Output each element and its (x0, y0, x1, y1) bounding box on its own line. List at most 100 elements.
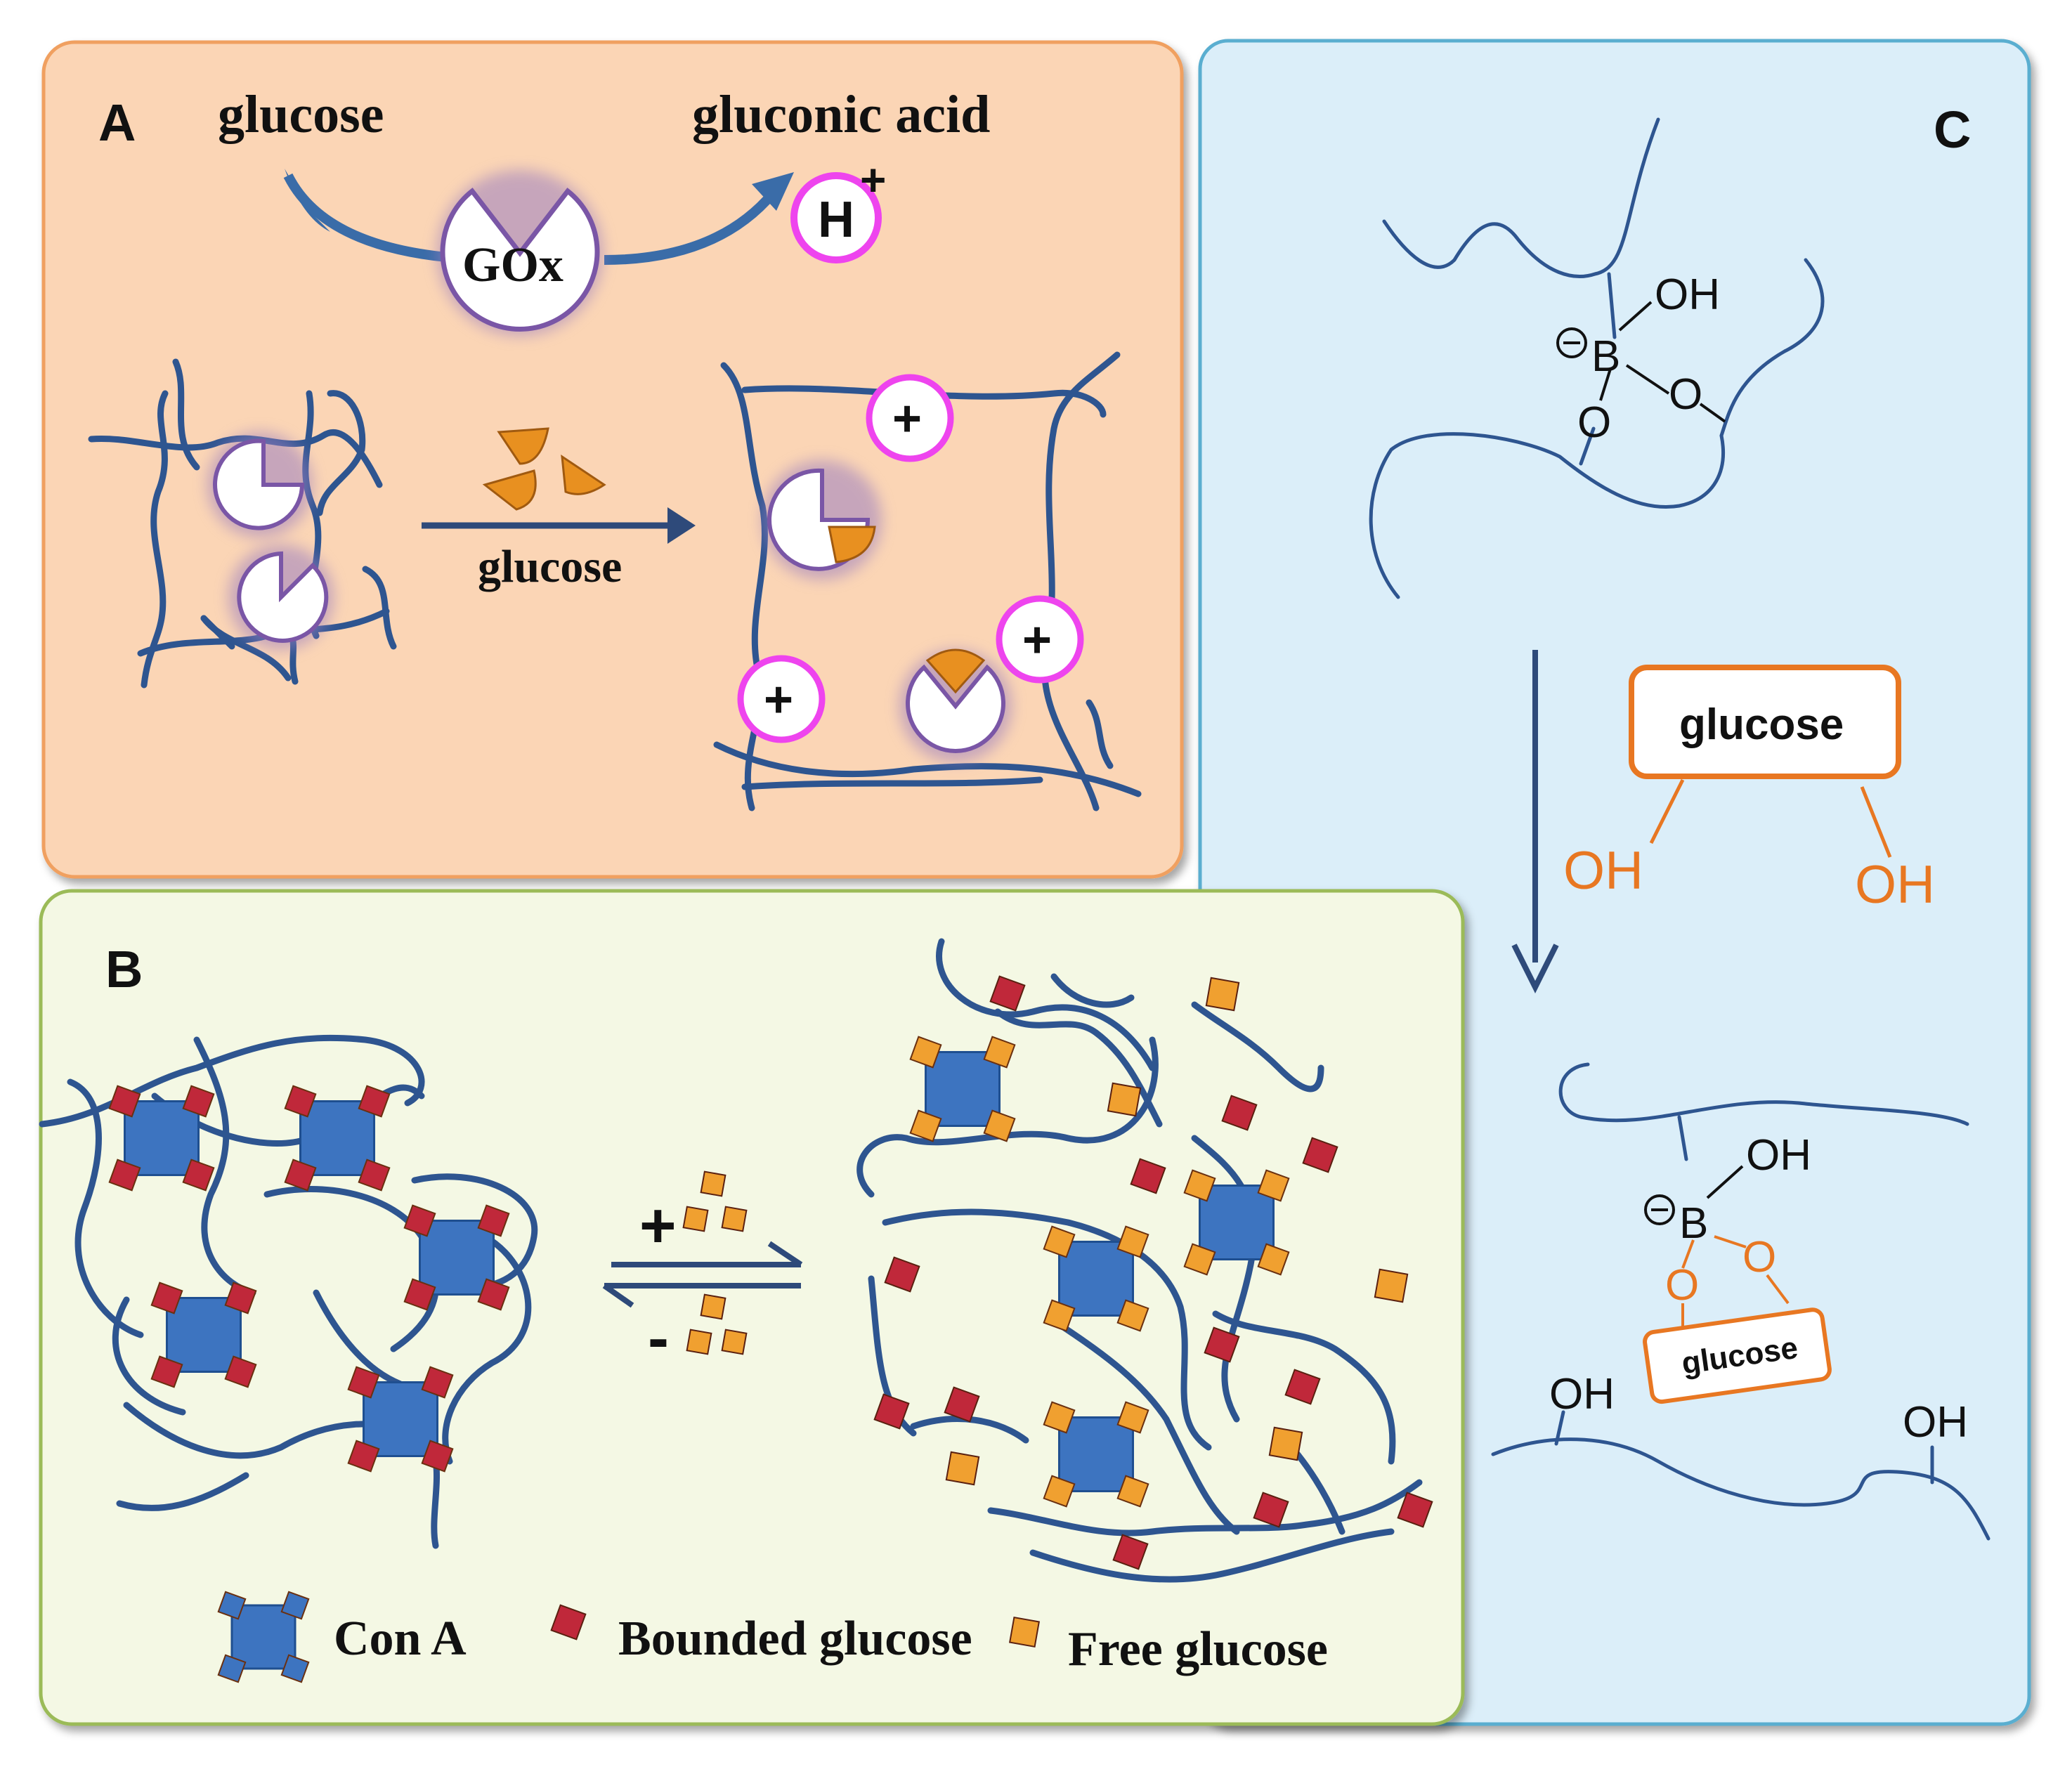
legend-free-glyph (1008, 1616, 1041, 1648)
con-a-bound-5 (347, 1366, 454, 1473)
con-a-bound-1 (108, 1085, 215, 1192)
free-glucose-2 (1107, 1082, 1142, 1117)
panel-a (41, 40, 1184, 879)
con-a-group-right (909, 1036, 1290, 1508)
trapped-enzyme-2 (228, 544, 334, 650)
panel-c-content: C B OH O O glucose (1369, 100, 1990, 1541)
boronate-polymer-bottom (1491, 1062, 1990, 1541)
gox-enzyme: GOx (437, 170, 603, 336)
swollen-hydrogel (713, 351, 1142, 811)
eq-remove-glucose-1 (700, 1293, 726, 1320)
con-a-free-2 (1183, 1169, 1290, 1276)
proton-charge: + (860, 155, 886, 205)
ester-oxygen-1-bottom: O (1665, 1261, 1699, 1310)
glucose-box (1629, 665, 1901, 779)
con-a-bound-4 (150, 1281, 257, 1388)
panel-b-letter: B (105, 940, 143, 998)
diol-oh-1: OH (1563, 841, 1643, 901)
charge-1-sign: + (892, 391, 922, 447)
legend: Con A Bounded glucose Free glucose (217, 1591, 1328, 1683)
glucose-pieces (482, 427, 606, 511)
legend-free-icon (1008, 1616, 1041, 1648)
free-glucose-group (945, 977, 1409, 1486)
eq-remove-glucose-2 (686, 1329, 712, 1355)
bound-glucose-3 (1130, 1158, 1166, 1194)
bound-glucose-5 (884, 1256, 920, 1293)
eq-add-glucose-2 (682, 1206, 709, 1232)
legend-con-a-glyph (217, 1591, 310, 1683)
substrate-label: glucose (218, 85, 384, 144)
product-label: gluconic acid (692, 85, 990, 144)
bound-glucose-12 (873, 1393, 910, 1430)
legend-con-a-icon (217, 1591, 310, 1683)
charge-3: + (737, 655, 826, 743)
free-glucose-4 (1268, 1426, 1303, 1461)
bound-glucose-9 (1253, 1492, 1289, 1528)
bound-glucose-10 (1112, 1534, 1149, 1570)
ester-oxygen-1-top: O (1577, 398, 1611, 447)
boronate-ester-top: B OH O O (1556, 270, 1726, 447)
panel-a-letter: A (98, 93, 136, 152)
eq-add-glucose-1 (700, 1170, 726, 1197)
ester-oxygen-2-top: O (1669, 370, 1702, 419)
polymer-oh-2: OH (1903, 1398, 1968, 1447)
bound-glucose-box (1643, 1307, 1832, 1404)
con-a-free-3 (1043, 1225, 1149, 1332)
bound-enzyme-2 (899, 648, 1012, 762)
hydroxyl-label-bottom: OH (1746, 1131, 1811, 1180)
panel-b (39, 889, 1465, 1726)
boronate-polymer-top (1369, 117, 1825, 599)
equilibrium-arrows (602, 1241, 803, 1308)
binding-arrow-head (1511, 944, 1559, 993)
bound-glucose-6 (1204, 1326, 1240, 1363)
charge-2-sign: + (1022, 612, 1052, 668)
bound-glucose-11 (1397, 1492, 1433, 1528)
con-a-group-left (108, 1085, 510, 1473)
panel-b-content: B + - (39, 938, 1433, 1683)
polymer-oh-1: OH (1549, 1370, 1615, 1418)
free-glucose-5 (945, 1451, 980, 1486)
boronate-ester-bottom: B OH O O glucose OH OH (1549, 1131, 1968, 1447)
eq-remove-glucose-3 (721, 1329, 748, 1355)
proton-ion: H + (790, 155, 886, 263)
reaction-arrow-head (752, 172, 794, 211)
free-glucose-3 (1374, 1268, 1409, 1303)
panel-a-content: A glucose gluconic acid GOx H + (88, 85, 1142, 811)
bound-glucose-1 (989, 975, 1026, 1012)
boron-label-bottom: B (1679, 1199, 1708, 1248)
bound-glucose-2 (1221, 1095, 1258, 1131)
charge-3-sign: + (764, 672, 793, 728)
swelling-arrow-head (667, 507, 696, 544)
bound-glucose-4 (1302, 1137, 1338, 1173)
con-a-bound-2 (284, 1085, 391, 1192)
legend-bound-glyph (550, 1604, 587, 1640)
bound-glucose-8 (1284, 1369, 1321, 1405)
con-a-bound-3 (403, 1204, 510, 1311)
proton-label: H (818, 192, 854, 248)
diol-oh-2: OH (1855, 855, 1935, 915)
panel-c-letter: C (1934, 100, 1971, 159)
glucose-box-label: glucose (1679, 700, 1844, 749)
con-a-free-1 (909, 1036, 1016, 1142)
legend-con-a-label: Con A (334, 1612, 467, 1666)
legend-bound-label: Bounded glucose (618, 1612, 972, 1666)
con-a-free-4 (1043, 1401, 1149, 1508)
bound-enzyme-1 (762, 460, 882, 580)
hydroxyl-label-top: OH (1655, 270, 1720, 319)
swelling-arrow-label: glucose (478, 541, 622, 592)
gox-label: GOx (462, 238, 563, 292)
trapped-enzyme-1 (207, 432, 313, 537)
glucose-diol: glucose OH OH (1563, 665, 1935, 915)
equilibrium-glucose-add (682, 1170, 748, 1232)
eq-add-glucose-3 (721, 1206, 748, 1232)
legend-free-label: Free glucose (1068, 1622, 1328, 1676)
bound-glucose-group (873, 975, 1433, 1570)
free-glucose-1 (1205, 977, 1240, 1012)
bound-glucose-7 (944, 1386, 980, 1423)
ester-oxygen-2-bottom: O (1742, 1233, 1776, 1281)
charge-1: + (866, 374, 954, 462)
legend-bound-icon (550, 1604, 587, 1640)
boron-label-top: B (1591, 332, 1620, 381)
equilibrium-glucose-remove (686, 1293, 748, 1355)
